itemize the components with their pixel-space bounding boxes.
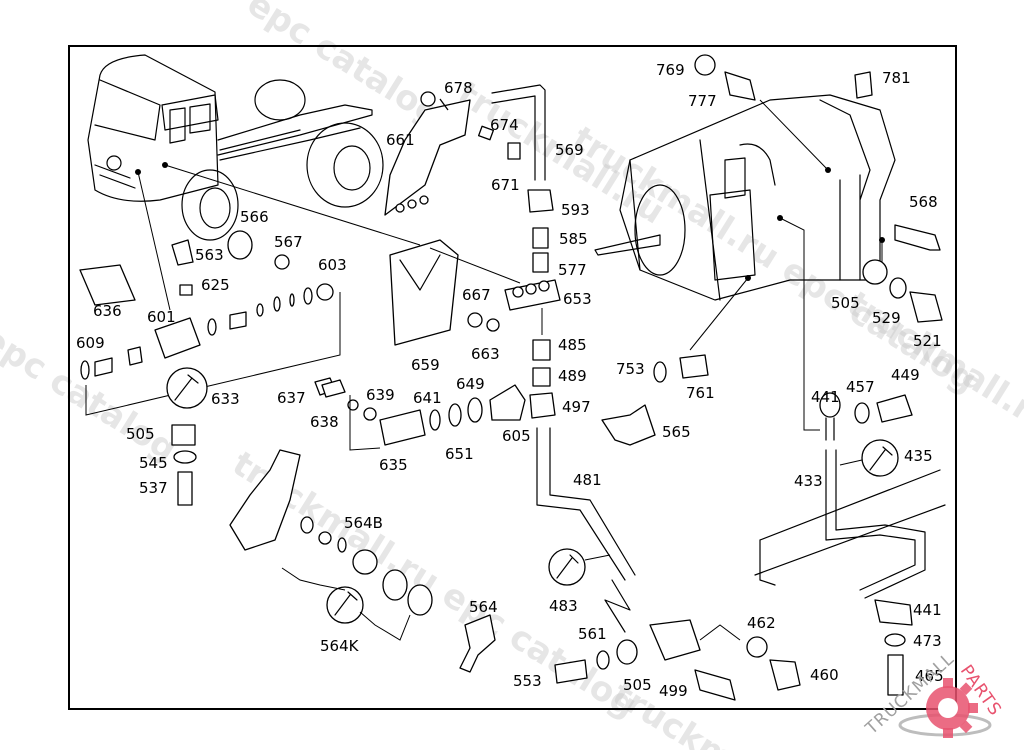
- callout-529[interactable]: 529: [872, 309, 901, 327]
- callout-659[interactable]: 659: [411, 356, 440, 374]
- truckmall-parts-logo: TRUCKMALL PARTS: [861, 649, 1005, 739]
- callout-462[interactable]: 462: [747, 614, 776, 632]
- callout-651[interactable]: 651: [445, 445, 474, 463]
- callout-435[interactable]: 435: [904, 447, 933, 465]
- callout-labels: 678 674 661 671 569 593 585 577 653 667 …: [76, 61, 944, 700]
- callout-505-right[interactable]: 505: [831, 294, 860, 312]
- callout-481[interactable]: 481: [573, 471, 602, 489]
- callout-635[interactable]: 635: [379, 456, 408, 474]
- bracket-661: [384, 91, 521, 216]
- callout-777[interactable]: 777: [688, 92, 717, 110]
- callout-638[interactable]: 638: [310, 413, 339, 431]
- callout-769[interactable]: 769: [656, 61, 685, 79]
- callout-569[interactable]: 569: [555, 141, 584, 159]
- callout-674[interactable]: 674: [490, 116, 519, 134]
- callout-473[interactable]: 473: [913, 632, 942, 650]
- callout-505-bottom[interactable]: 505: [623, 676, 652, 694]
- callout-457[interactable]: 457: [846, 378, 875, 396]
- callout-667[interactable]: 667: [462, 286, 491, 304]
- callout-603[interactable]: 603: [318, 256, 347, 274]
- gearbox-illustration: [594, 94, 896, 431]
- callout-441-top[interactable]: 441: [811, 388, 840, 406]
- watermark: epc catalog: [240, 0, 449, 135]
- callout-505-left[interactable]: 505: [126, 425, 155, 443]
- callout-649[interactable]: 649: [456, 375, 485, 393]
- fittings-bottom: [548, 548, 801, 701]
- callout-499[interactable]: 499: [659, 682, 688, 700]
- pipe-569-assembly: [491, 84, 636, 633]
- callout-601[interactable]: 601: [147, 308, 176, 326]
- callout-553[interactable]: 553: [513, 672, 542, 690]
- callout-433[interactable]: 433: [794, 472, 823, 490]
- callout-449[interactable]: 449: [891, 366, 920, 384]
- callout-489[interactable]: 489: [558, 367, 587, 385]
- callout-593[interactable]: 593: [561, 201, 590, 219]
- valve-601-parts: [79, 230, 346, 506]
- callout-465[interactable]: 465: [915, 667, 944, 685]
- callout-653[interactable]: 653: [563, 290, 592, 308]
- callout-565[interactable]: 565: [662, 423, 691, 441]
- callout-497[interactable]: 497: [562, 398, 591, 416]
- callout-609[interactable]: 609: [76, 334, 105, 352]
- callout-521[interactable]: 521: [913, 332, 942, 350]
- callout-564K[interactable]: 564K: [320, 637, 360, 655]
- callout-564B[interactable]: 564B: [344, 514, 383, 532]
- callout-678[interactable]: 678: [444, 79, 473, 97]
- callout-568[interactable]: 568: [909, 193, 938, 211]
- callout-605[interactable]: 605: [502, 427, 531, 445]
- callout-483[interactable]: 483: [549, 597, 578, 615]
- callout-561[interactable]: 561: [578, 625, 607, 643]
- callout-625[interactable]: 625: [201, 276, 230, 294]
- callout-636[interactable]: 636: [93, 302, 122, 320]
- callout-781[interactable]: 781: [882, 69, 911, 87]
- callout-441-bottom[interactable]: 441: [913, 601, 942, 619]
- bracket-659: [389, 239, 521, 346]
- callout-563[interactable]: 563: [195, 246, 224, 264]
- right-side-parts: [601, 54, 946, 696]
- callout-661[interactable]: 661: [386, 131, 415, 149]
- truck-illustration: [87, 54, 421, 311]
- callout-585[interactable]: 585: [559, 230, 588, 248]
- callout-485[interactable]: 485: [558, 336, 587, 354]
- callout-637[interactable]: 637: [277, 389, 306, 407]
- callout-671[interactable]: 671: [491, 176, 520, 194]
- callout-460[interactable]: 460: [810, 666, 839, 684]
- callout-753[interactable]: 753: [616, 360, 645, 378]
- callout-761[interactable]: 761: [686, 384, 715, 402]
- callout-577[interactable]: 577: [558, 261, 587, 279]
- valve-564-assembly: [229, 449, 496, 673]
- callout-537[interactable]: 537: [139, 479, 168, 497]
- callout-633[interactable]: 633: [211, 390, 240, 408]
- callout-663[interactable]: 663: [471, 345, 500, 363]
- callout-567[interactable]: 567: [274, 233, 303, 251]
- diagram-border: [68, 45, 957, 710]
- callout-545[interactable]: 545: [139, 454, 168, 472]
- callout-566[interactable]: 566: [240, 208, 269, 226]
- callout-641[interactable]: 641: [413, 389, 442, 407]
- callout-564[interactable]: 564: [469, 598, 498, 616]
- callout-639[interactable]: 639: [366, 386, 395, 404]
